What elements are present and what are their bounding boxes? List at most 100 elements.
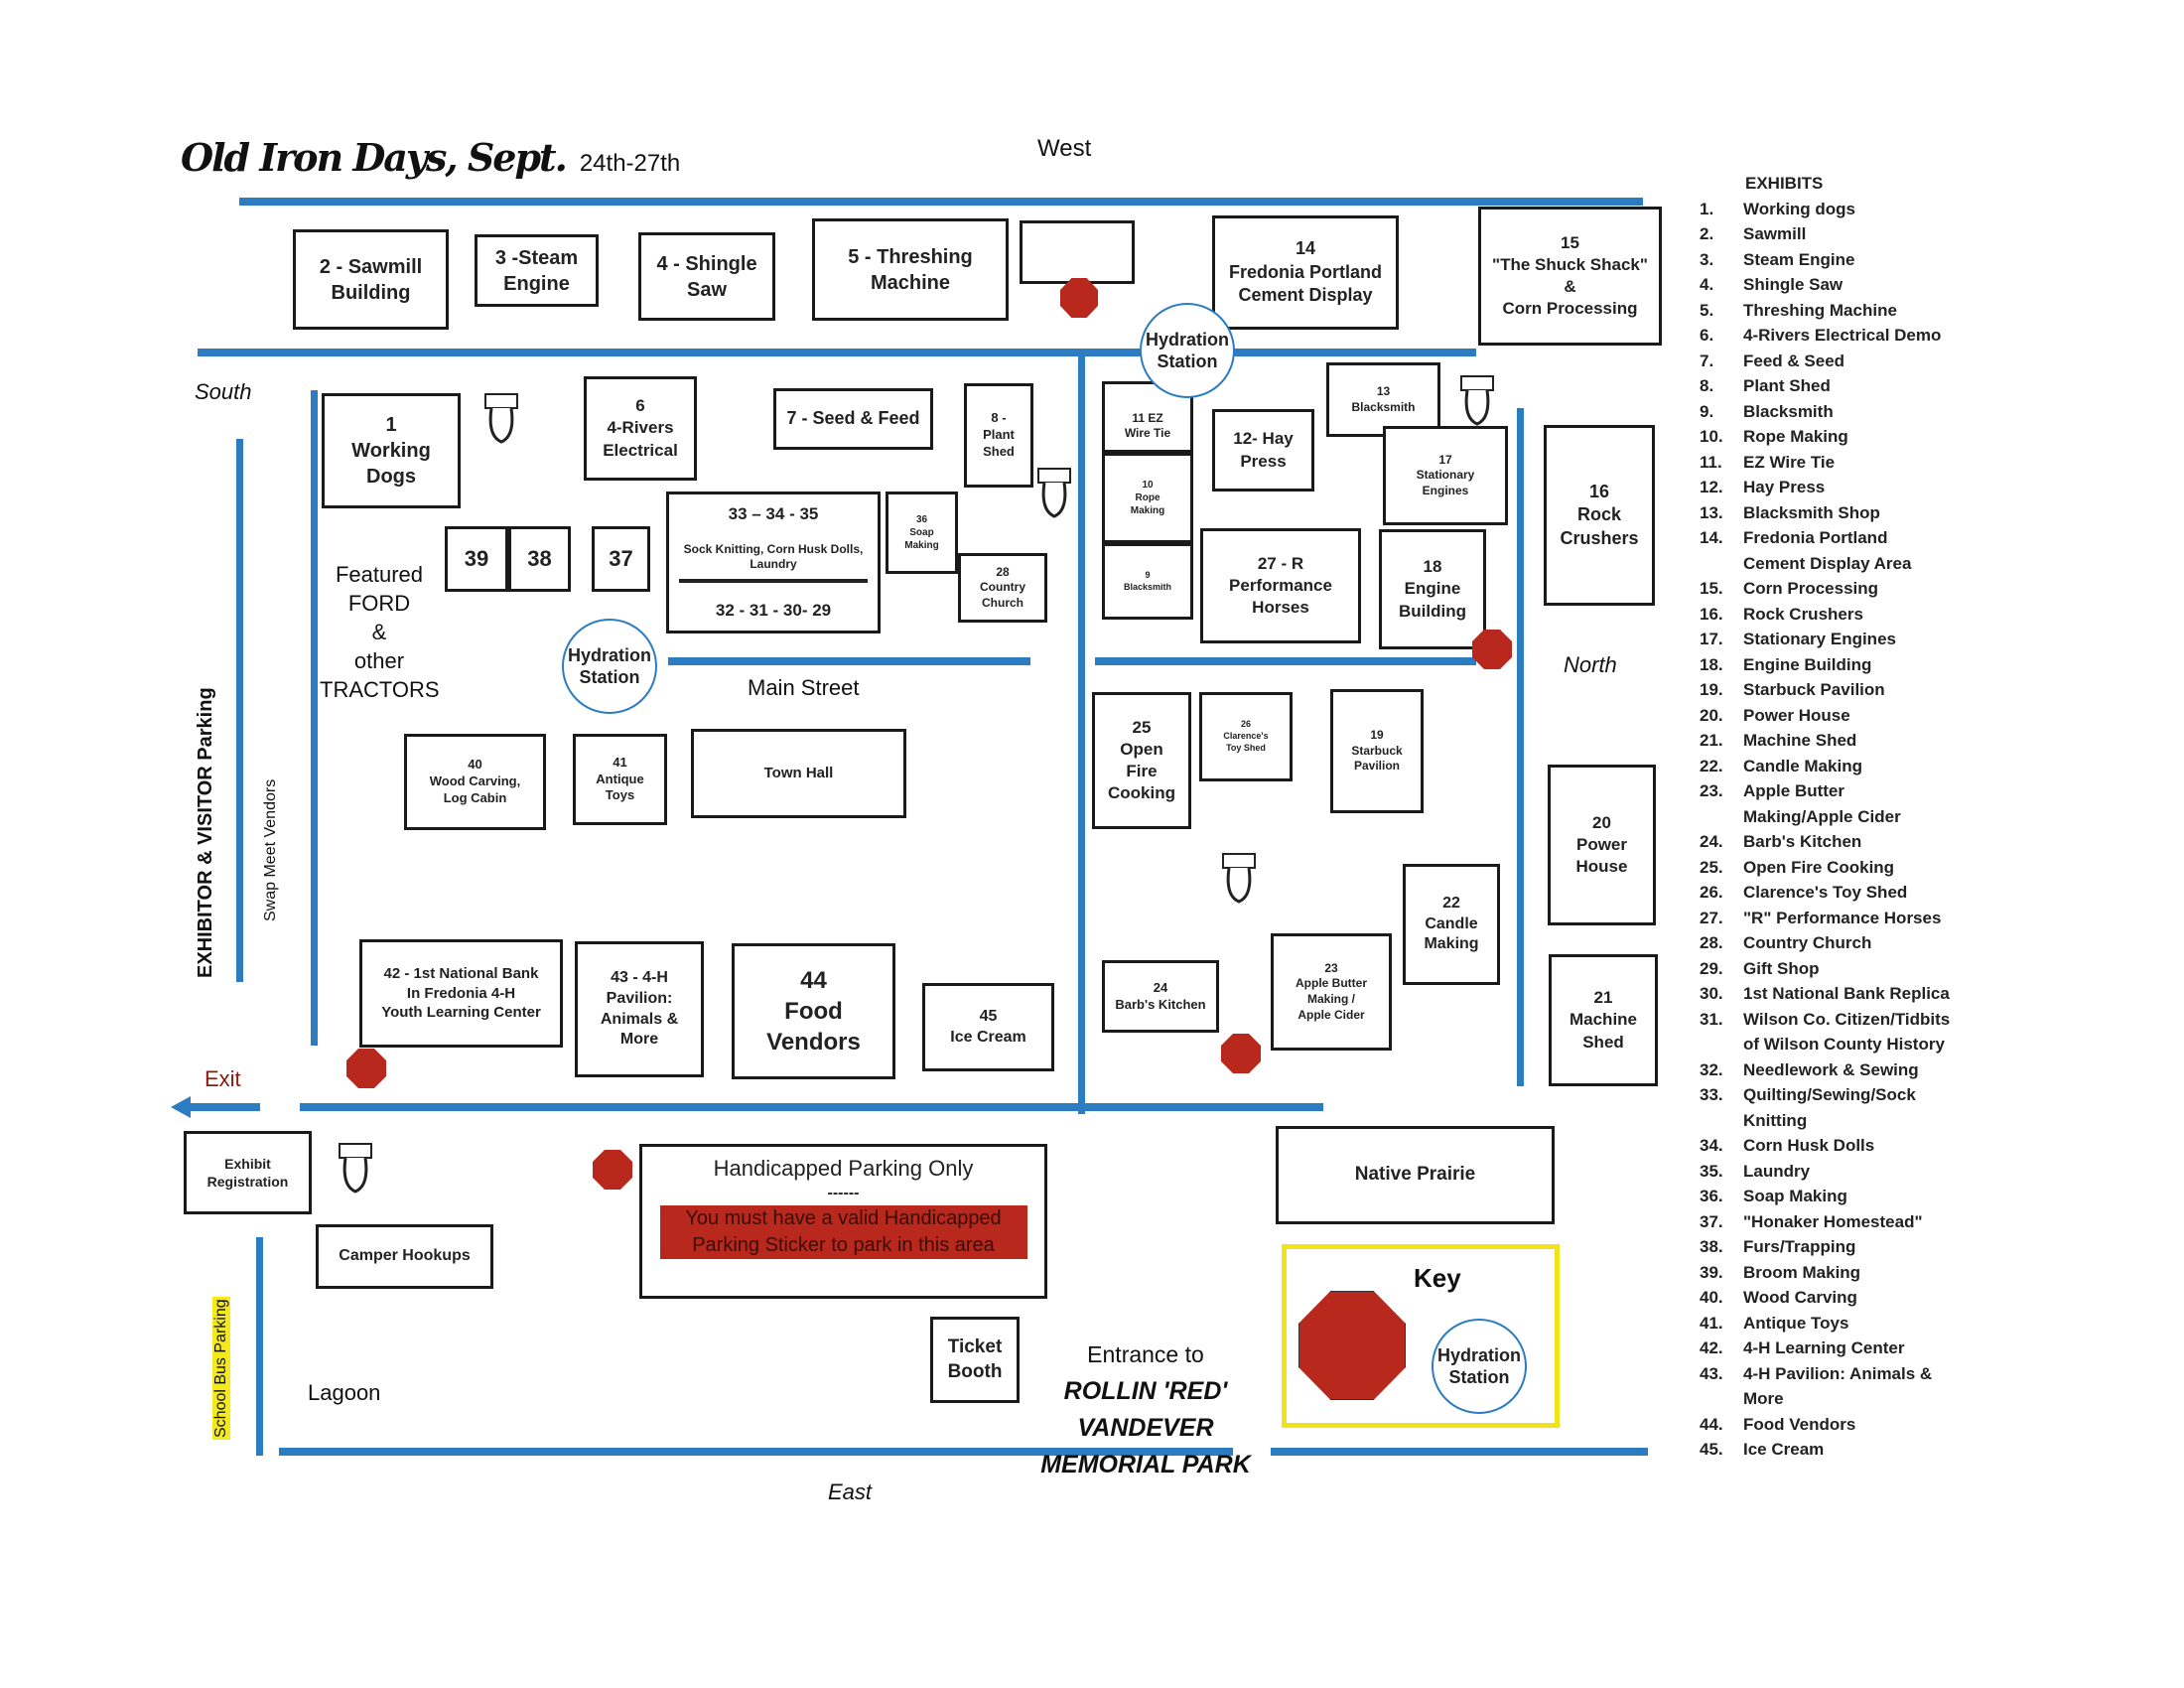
hydration-station[interactable]: Hydration Station — [1140, 303, 1235, 398]
booth-label-line: "The Shuck Shack" — [1492, 254, 1648, 274]
exhibit-list-item: 18.Engine Building — [1700, 652, 1958, 678]
people-mover-stop-icon — [1060, 278, 1098, 318]
exhibit-number: 17. — [1700, 630, 1723, 648]
booth-prairie[interactable]: Native Prairie — [1276, 1126, 1555, 1224]
booth-label-line: 42 - 1st National Bank — [383, 965, 539, 983]
exhibit-list-item: 8.Plant Shed — [1700, 373, 1958, 399]
booth-label-line: Toys — [605, 787, 635, 803]
exhibit-number: 34. — [1700, 1136, 1723, 1155]
booth-label-line: 25 — [1132, 717, 1152, 737]
exhibit-name: Needlework & Sewing — [1743, 1059, 1919, 1079]
exhibit-name: 1st National Bank Replica — [1743, 984, 1950, 1003]
exhibit-list-item: 40.Wood Carving — [1700, 1285, 1958, 1311]
hydration-station[interactable]: Hydration Station — [562, 619, 657, 714]
road-left-vertical — [311, 390, 318, 1046]
booth-label-line: 9 — [1145, 569, 1151, 580]
booth-label-line: 38 — [527, 545, 552, 571]
exhibit-name: 4-H Pavilion: Animals & More — [1743, 1363, 1933, 1409]
booth-b39[interactable]: 39 — [445, 526, 508, 592]
booth-label-line: 14 — [1295, 238, 1316, 259]
booth-town-hall[interactable]: Town Hall — [691, 729, 906, 818]
exhibit-list-item: 4.Shingle Saw — [1700, 272, 1958, 298]
exhibit-number: 16. — [1700, 604, 1723, 624]
booth-label-line: Wire Tie — [1124, 426, 1171, 441]
booth-label-line: Electrical — [603, 440, 678, 460]
exhibit-list-item: 27."R" Performance Horses — [1700, 906, 1958, 931]
exhibit-number: 14. — [1700, 528, 1723, 547]
unlabeled-booth[interactable] — [1020, 220, 1135, 284]
exhibit-number: 36. — [1700, 1187, 1723, 1205]
exhibit-name: Country Church — [1743, 933, 1872, 952]
booth-b15[interactable]: 15"The Shuck Shack"&Corn Processing — [1478, 207, 1662, 346]
featured-line: Featured — [335, 562, 424, 587]
booth-label-line: 44 — [800, 966, 827, 994]
exhibit-name: Sawmill — [1743, 224, 1807, 243]
booth-label-line: Candle — [1425, 914, 1478, 932]
exhibit-list-item: 13.Blacksmith Shop — [1700, 500, 1958, 526]
booth-label-line: Booth — [947, 1360, 1003, 1382]
booth-label-line: Exhibit — [224, 1155, 271, 1172]
booth-label-line: Wood Carving, — [429, 774, 521, 789]
exhibit-number: 21. — [1700, 731, 1723, 750]
booth-label-line: House — [1575, 857, 1628, 877]
road-north-street — [1095, 657, 1476, 665]
booth-label-line: Youth Learning Center — [381, 1004, 541, 1022]
exhibit-name: Threshing Machine — [1743, 300, 1897, 320]
booth-b38[interactable]: 38 — [508, 526, 571, 592]
booth-b37[interactable]: 37 — [592, 526, 650, 592]
booth-label-line: 41 — [613, 754, 627, 770]
booth-label-line: Pavilion — [1353, 759, 1400, 774]
handicapped-parking-area[interactable]: Handicapped Parking Only ------ You must… — [639, 1144, 1047, 1299]
exhibit-number: 15. — [1700, 579, 1723, 598]
booth-label-line: Stationary — [1416, 468, 1475, 483]
restroom-icon — [483, 392, 519, 446]
exhibit-name: Wood Carving — [1743, 1288, 1857, 1307]
exhibit-list-item: 20.Power House — [1700, 703, 1958, 729]
booth-label-line: Camper Hookups — [339, 1247, 471, 1265]
booth-camper[interactable]: Camper Hookups — [316, 1224, 493, 1289]
exhibit-name: Laundry — [1743, 1161, 1811, 1181]
booth-label-line: Building — [331, 281, 411, 304]
exhibit-list-item: 34.Corn Husk Dolls — [1700, 1133, 1958, 1159]
booth-b7[interactable]: 7 - Seed & Feed — [773, 388, 933, 450]
parking-label: EXHIBITOR & VISITOR Parking — [195, 687, 216, 978]
swap-meet-label: Swap Meet Vendors — [262, 778, 279, 921]
